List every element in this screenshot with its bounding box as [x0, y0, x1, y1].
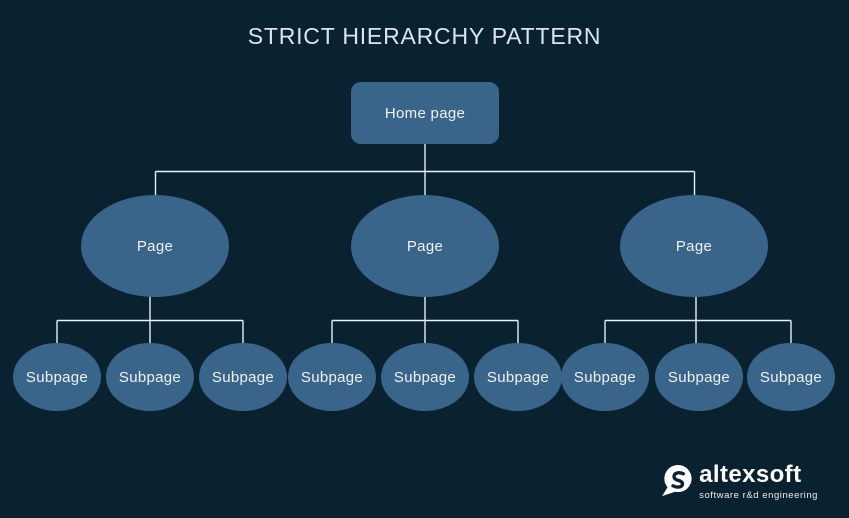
- altexsoft-logo-name: altexsoft: [699, 461, 802, 488]
- node-page-2-label: Page: [406, 237, 444, 255]
- node-subpage-label: Subpage: [300, 368, 364, 386]
- node-subpage-3-1: Subpage: [561, 343, 649, 411]
- connector-page1-to-subpages: [56, 294, 244, 348]
- node-subpage-label: Subpage: [393, 368, 457, 386]
- node-subpage-3-2: Subpage: [655, 343, 743, 411]
- altexsoft-logo-tagline: software r&d engineering: [699, 490, 818, 501]
- node-subpage-2-3: Subpage: [474, 343, 562, 411]
- node-subpage-3-3: Subpage: [747, 343, 835, 411]
- altexsoft-logo-text: altexsoft software r&d engineering: [699, 461, 818, 502]
- node-subpage-1-2: Subpage: [106, 343, 194, 411]
- node-page-1: Page: [81, 195, 229, 297]
- node-subpage-label: Subpage: [486, 368, 550, 386]
- node-home-page: Home page: [351, 82, 499, 144]
- node-subpage-label: Subpage: [25, 368, 89, 386]
- node-subpage-1-3: Subpage: [199, 343, 287, 411]
- node-subpage-label: Subpage: [573, 368, 637, 386]
- node-subpage-1-1: Subpage: [13, 343, 101, 411]
- node-subpage-2-1: Subpage: [288, 343, 376, 411]
- node-subpage-label: Subpage: [667, 368, 731, 386]
- node-home-page-label: Home page: [384, 104, 466, 122]
- node-page-3: Page: [620, 195, 768, 297]
- altexsoft-logo: altexsoft software r&d engineering: [659, 463, 818, 501]
- node-subpage-2-2: Subpage: [381, 343, 469, 411]
- node-subpage-label: Subpage: [759, 368, 823, 386]
- node-subpage-label: Subpage: [118, 368, 182, 386]
- connector-home-to-pages: [154, 144, 696, 198]
- diagram-title: STRICT HIERARCHY PATTERN: [247, 23, 602, 49]
- node-page-1-label: Page: [136, 237, 174, 255]
- connector-page3-to-subpages: [604, 295, 792, 348]
- node-page-3-label: Page: [675, 237, 713, 255]
- connector-page2-to-subpages: [331, 295, 519, 348]
- node-subpage-label: Subpage: [211, 368, 275, 386]
- altexsoft-speech-bubble-s-icon: [662, 464, 692, 497]
- node-page-2: Page: [351, 195, 499, 297]
